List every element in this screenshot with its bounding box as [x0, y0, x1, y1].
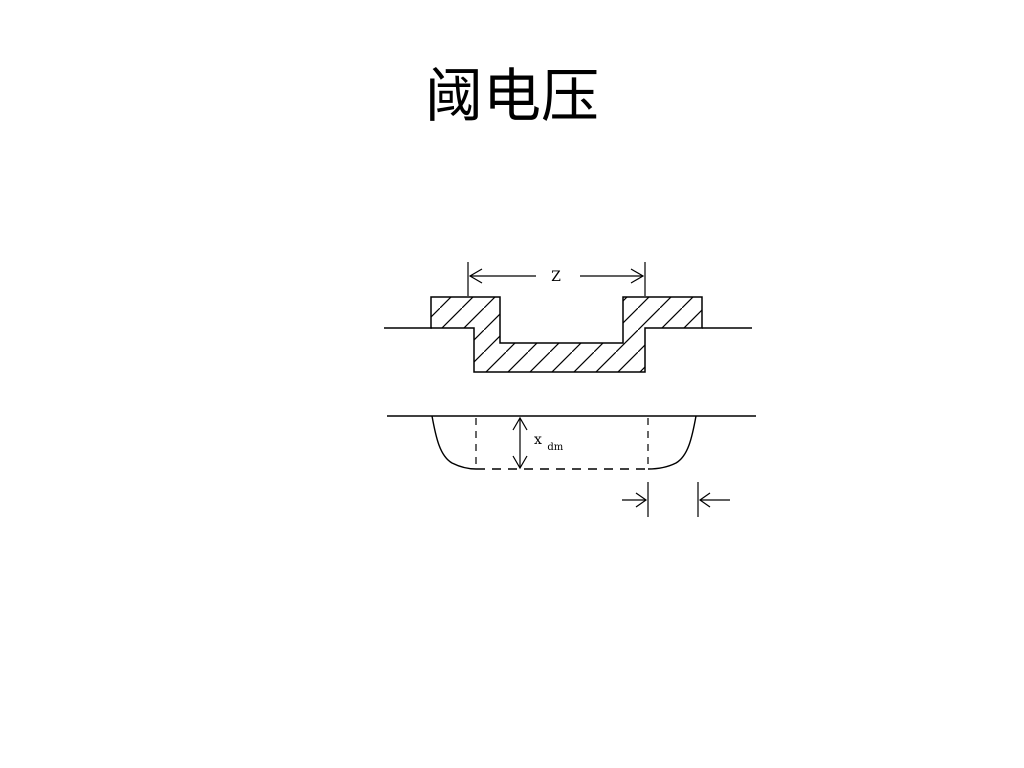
depletion-region: x dm — [387, 415, 756, 470]
z-arrowhead-right — [630, 268, 645, 284]
gate-structure — [384, 296, 752, 373]
xdm-arrowhead-bottom — [512, 455, 528, 470]
xdm-label-subscript: dm — [547, 442, 563, 453]
xdm-label-main: x — [534, 432, 542, 448]
xdm-arrowhead-top — [512, 416, 528, 431]
slide-title: 阈电压 — [424, 62, 599, 130]
lateral-arrowhead-right — [698, 492, 711, 508]
z-label: Z — [551, 269, 561, 285]
lateral-arrowhead-left — [635, 492, 648, 508]
hatched-gate-oxide — [430, 296, 703, 373]
depletion-edge-left — [431, 415, 477, 470]
depletion-edge-right — [647, 415, 697, 470]
xdm-label: x dm — [534, 432, 564, 453]
lateral-spread-dimension — [622, 482, 730, 517]
z-arrowhead-left — [468, 268, 483, 284]
z-dimension: Z — [467, 262, 646, 296]
